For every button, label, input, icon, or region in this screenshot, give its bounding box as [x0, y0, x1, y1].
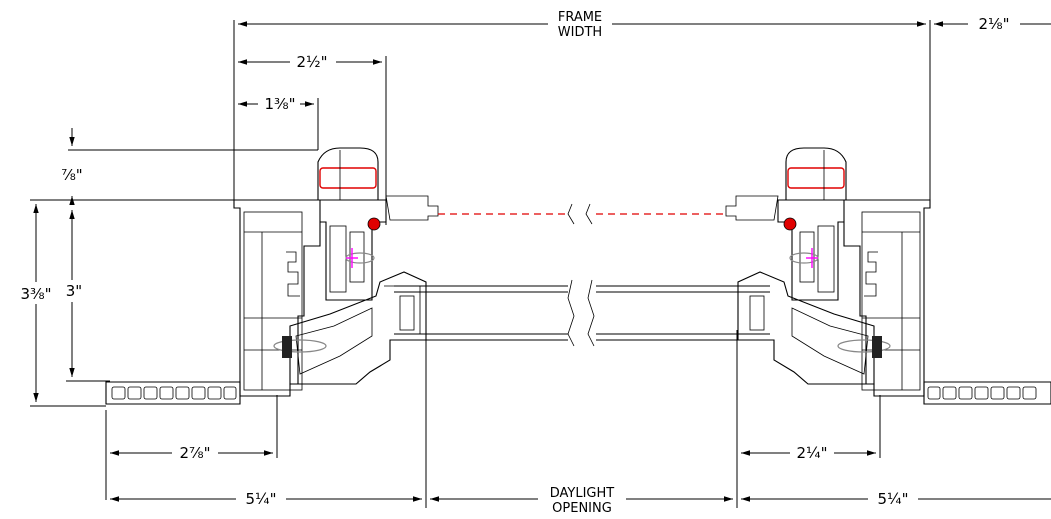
- frame-width-label-1: FRAME: [558, 10, 602, 25]
- dimension-sash-depth: 2½": [238, 53, 387, 225]
- right-flange-label: 2¼": [797, 444, 828, 462]
- right-overall-label: 5¼": [878, 490, 909, 508]
- hidden-keeper-line: [438, 203, 726, 225]
- dimension-frame-width: FRAME WIDTH: [233, 10, 931, 200]
- screw-left-lower: [273, 339, 327, 353]
- dimension-lock-offset: 1⅜": [238, 95, 319, 150]
- dimension-left-overall: 5¼": [110, 490, 422, 508]
- lock-highlight-left: [319, 167, 377, 189]
- daylight-opening-label-2: OPENING: [552, 501, 612, 516]
- fastener-dot-left: [367, 217, 381, 231]
- left-frame-section: [105, 147, 439, 405]
- dimension-top-offset: ⅞": [61, 128, 318, 205]
- top-offset-label: ⅞": [61, 166, 82, 184]
- glass-unit: [394, 279, 770, 347]
- left-flange-label: 2⅞": [180, 444, 211, 462]
- lock-offset-label: 1⅜": [265, 95, 296, 113]
- overall-height-label: 3⅜": [21, 285, 52, 303]
- frame-width-label-2: WIDTH: [558, 25, 602, 40]
- daylight-opening-label-1: DAYLIGHT: [550, 486, 615, 501]
- dimension-frame-height: 3": [66, 210, 110, 382]
- dimension-daylight-opening: DAYLIGHT OPENING: [425, 330, 738, 516]
- dimension-right-overall: 5¼": [741, 490, 1051, 508]
- dimension-left-flange: 2⅞": [105, 395, 278, 500]
- right-offset-label: 2⅛": [979, 15, 1010, 33]
- dimension-overall-height: 3⅜": [21, 199, 234, 407]
- sash-depth-label: 2½": [297, 53, 328, 71]
- dimension-right-flange: 2¼": [741, 395, 881, 462]
- frame-height-label: 3": [66, 282, 82, 300]
- dimension-right-offset: 2⅛": [934, 15, 1051, 33]
- right-frame-section: [725, 147, 1051, 405]
- left-overall-label: 5¼": [246, 490, 277, 508]
